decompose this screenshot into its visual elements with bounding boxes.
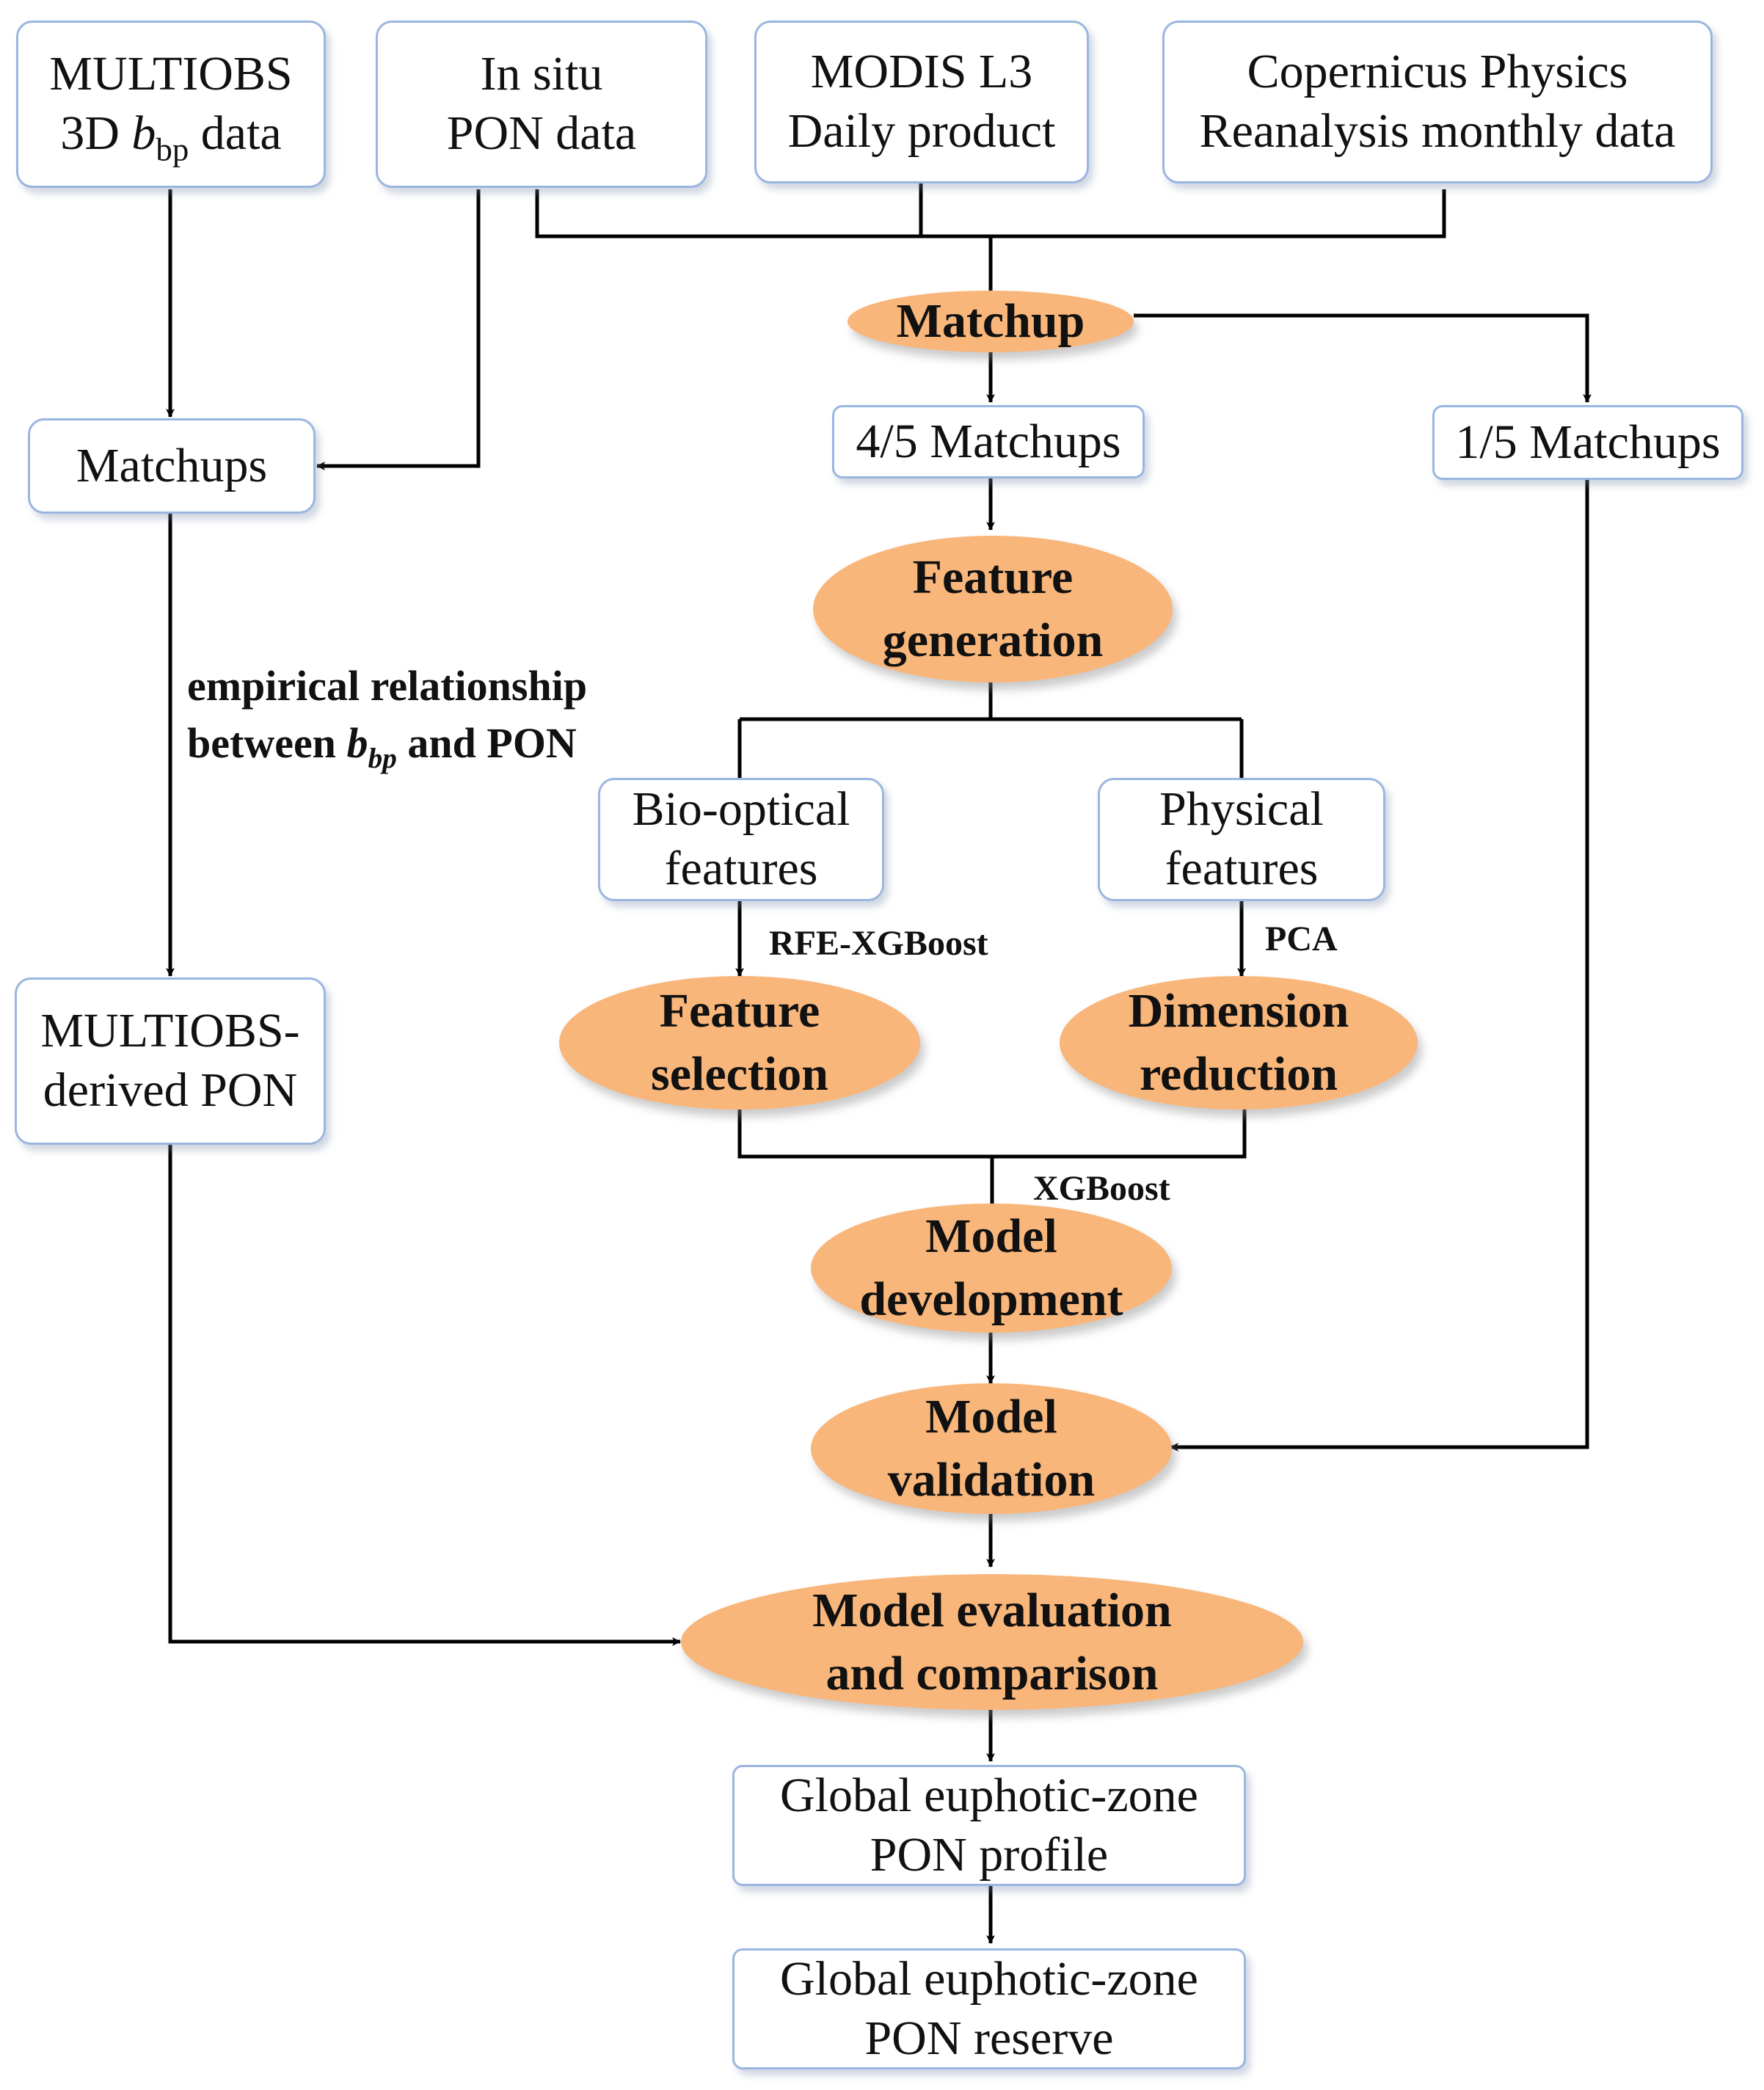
dimension-reduction-line2: reduction xyxy=(1139,1047,1338,1101)
matchups-left-label: Matchups xyxy=(76,438,268,492)
physical-line2: features xyxy=(1165,842,1319,895)
arrow-insitu-to-matchups xyxy=(316,189,481,470)
arrow-multiobspon-to-evaluation xyxy=(168,1145,681,1646)
feature-selection-line1: Feature xyxy=(659,984,820,1038)
arrow-test-to-validation xyxy=(1170,480,1589,1452)
pon-reserve-line1: Global euphotic-zone xyxy=(780,1951,1198,2006)
pca-label: PCA xyxy=(1265,920,1338,958)
rfe-xgboost-label: RFE-XGBoost xyxy=(769,924,988,963)
empirical-sub: bp xyxy=(368,742,397,775)
empirical-relationship-label: empirical relationship between bbp and P… xyxy=(187,658,588,775)
multiobs-line2-post: data xyxy=(189,106,282,160)
test-matchups-box: 1/5 Matchups xyxy=(1432,405,1743,480)
copernicus-line1: Copernicus Physics xyxy=(1247,45,1628,99)
dimension-reduction-line1: Dimension xyxy=(1128,984,1349,1038)
copernicus-line2: Reanalysis monthly data xyxy=(1199,104,1676,158)
physical-features-box: Physical features xyxy=(1098,778,1385,901)
model-evaluation-line1: Model evaluation xyxy=(812,1583,1172,1637)
modis-box: MODIS L3 Daily product xyxy=(754,21,1089,183)
pon-reserve-box: Global euphotic-zone PON reserve xyxy=(732,1948,1246,2069)
connector-merge-to-development xyxy=(737,1108,1247,1207)
multiobs-derived-pon-box: MULTIOBS- derived PON xyxy=(15,977,326,1145)
model-validation-node: Model validation xyxy=(811,1383,1172,1514)
model-evaluation-node: Model evaluation and comparison xyxy=(681,1574,1303,1710)
biooptical-line2: features xyxy=(664,842,818,895)
pon-profile-line2: PON profile xyxy=(870,1827,1109,1882)
multiobs-sub: bp xyxy=(156,131,189,168)
insitu-pon-box: In situ PON data xyxy=(376,21,707,188)
multiobs-pon-line2: derived PON xyxy=(43,1063,298,1117)
matchups-left-box: Matchups xyxy=(28,418,316,514)
multiobs-var: b xyxy=(131,106,156,160)
pon-reserve-line2: PON reserve xyxy=(864,2011,1114,2065)
physical-line1: Physical xyxy=(1159,782,1324,837)
connector-sources-bus xyxy=(535,189,1446,239)
model-development-node: Model development xyxy=(811,1204,1172,1333)
model-development-line1: Model xyxy=(925,1209,1057,1264)
model-development-line2: development xyxy=(859,1272,1123,1326)
model-evaluation-line2: and comparison xyxy=(825,1646,1159,1700)
insitu-line2: PON data xyxy=(446,106,637,160)
matchup-node: Matchup xyxy=(848,291,1134,352)
xgboost-label: XGBoost xyxy=(1033,1169,1170,1208)
model-validation-line2: validation xyxy=(887,1453,1096,1507)
multiobs-data-box: MULTIOBS 3D bbp data xyxy=(16,21,326,188)
dimension-reduction-node: Dimension reduction xyxy=(1060,976,1418,1110)
connector-featuregen-split xyxy=(737,682,1244,778)
feature-generation-node: Feature generation xyxy=(813,536,1173,682)
insitu-line1: In situ xyxy=(480,47,603,101)
multiobs-line2-pre: 3D xyxy=(60,106,132,160)
model-validation-line1: Model xyxy=(925,1390,1057,1444)
pon-profile-line1: Global euphotic-zone xyxy=(780,1768,1198,1822)
feature-selection-line2: selection xyxy=(651,1047,828,1101)
modis-line1: MODIS L3 xyxy=(810,45,1033,99)
pon-profile-box: Global euphotic-zone PON profile xyxy=(732,1765,1246,1886)
multiobs-pon-line1: MULTIOBS- xyxy=(40,1004,300,1058)
train-matchups-box: 4/5 Matchups xyxy=(832,405,1145,478)
arrow-matchup-to-test xyxy=(1134,313,1592,403)
matchup-label: Matchup xyxy=(896,294,1085,349)
feature-generation-line1: Feature xyxy=(912,550,1074,605)
feature-selection-node: Feature selection xyxy=(559,976,920,1110)
empirical-line2-pre: between xyxy=(187,719,347,768)
empirical-var: b xyxy=(346,719,368,768)
biooptical-features-box: Bio-optical features xyxy=(598,778,884,901)
empirical-line1: empirical relationship xyxy=(187,662,588,710)
biooptical-line1: Bio-optical xyxy=(632,782,850,837)
modis-line2: Daily product xyxy=(787,104,1056,158)
copernicus-box: Copernicus Physics Reanalysis monthly da… xyxy=(1162,21,1713,183)
test-matchups-label: 1/5 Matchups xyxy=(1455,415,1721,469)
train-matchups-label: 4/5 Matchups xyxy=(856,414,1121,468)
multiobs-line1: MULTIOBS xyxy=(49,47,293,101)
empirical-line2-post: and PON xyxy=(396,719,577,768)
feature-generation-line2: generation xyxy=(882,613,1104,667)
